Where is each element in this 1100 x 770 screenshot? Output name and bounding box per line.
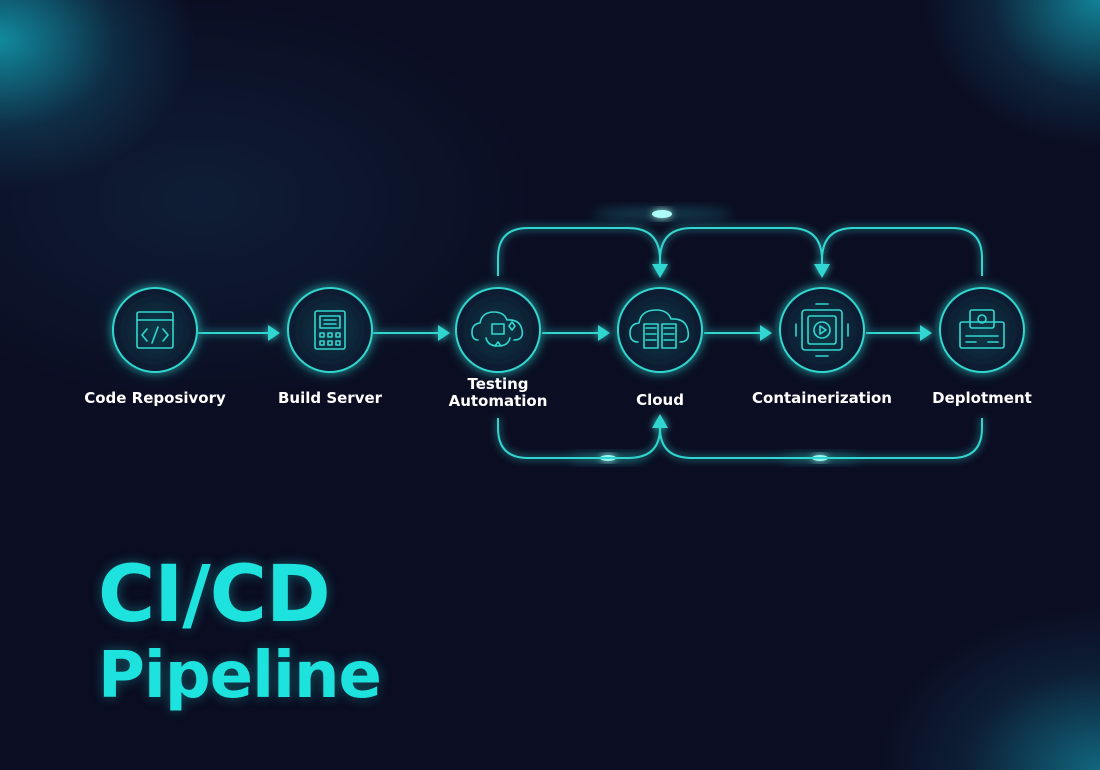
arrowhead-right <box>598 325 610 341</box>
node-layer <box>107 282 1030 378</box>
glow-spark <box>652 210 672 218</box>
loop-cloud-to-container-top <box>659 227 823 266</box>
arrowhead-right <box>760 325 772 341</box>
node-deployment <box>934 282 1030 378</box>
node-cloud <box>612 282 708 378</box>
loop-testing-to-cloud-bottom <box>497 418 661 459</box>
node-build-server <box>282 282 378 378</box>
node-ring <box>287 287 373 373</box>
container-play-icon <box>795 303 849 357</box>
node-testing-automation <box>450 282 546 378</box>
cloud-test-icon <box>471 311 524 347</box>
node-label-testing-automation: Testing Automation <box>448 375 548 410</box>
node-code-repo <box>107 282 203 378</box>
loop-deploy-to-cloud-bottom <box>659 418 983 459</box>
arrowhead-right <box>920 325 932 341</box>
arrowhead-down <box>652 264 668 278</box>
node-ring <box>939 287 1025 373</box>
arrowhead-down <box>814 264 830 278</box>
connectors <box>198 227 983 459</box>
node-label-deployment: Deplotment <box>932 389 1032 407</box>
node-ring <box>112 287 198 373</box>
code-file-icon <box>136 311 174 349</box>
node-label-build-server: Build Server <box>277 389 383 407</box>
node-ring <box>779 287 865 373</box>
node-label-containerization: Containerization <box>752 389 892 407</box>
title-line-2: Pipeline <box>98 639 382 713</box>
server-icon <box>314 310 346 350</box>
node-label-cloud: Cloud <box>636 391 684 409</box>
arrowhead-right <box>438 325 450 341</box>
cloud-storage-icon <box>629 309 690 349</box>
loop-deploy-to-container-top <box>821 227 983 276</box>
node-ring <box>617 287 703 373</box>
node-ring <box>455 287 541 373</box>
node-containerization <box>774 282 870 378</box>
arrowheads <box>268 264 932 428</box>
loop-testing-to-cloud-top <box>497 227 661 276</box>
deploy-box-icon <box>959 309 1005 349</box>
node-label-code-repo: Code Reposivory <box>84 389 226 407</box>
title-line-1: CI/CD <box>98 550 331 640</box>
arrowhead-up <box>652 414 668 428</box>
arrowhead-right <box>268 325 280 341</box>
